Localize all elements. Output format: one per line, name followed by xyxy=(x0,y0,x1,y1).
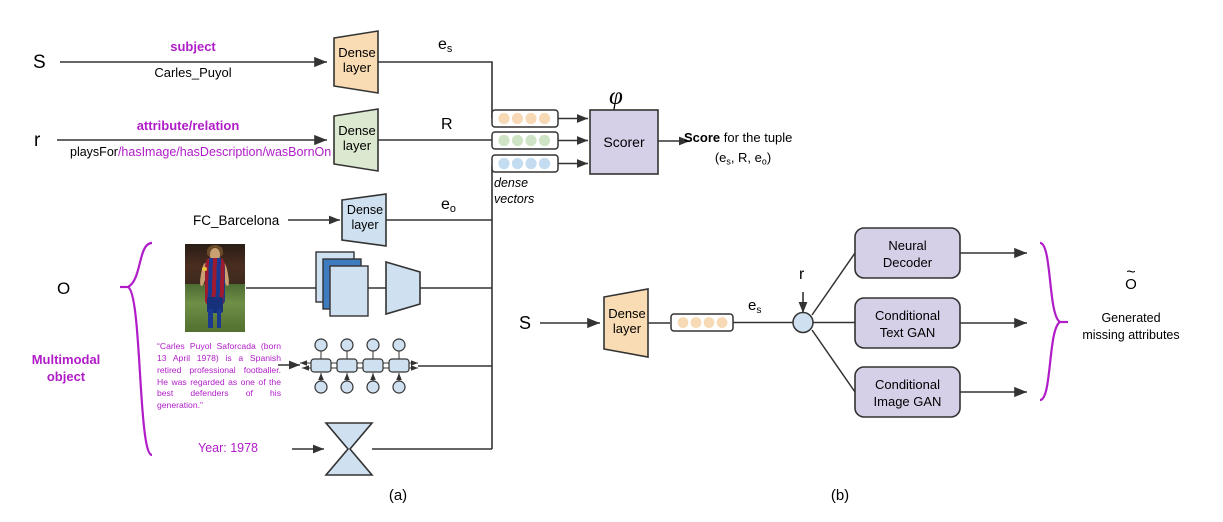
object-dense-vector xyxy=(491,154,559,173)
phi-symbol: φ xyxy=(609,83,623,110)
output-line-2: missing attributes xyxy=(1082,327,1180,342)
caption-panel-a: (a) xyxy=(388,487,408,504)
subject-input-symbol: S xyxy=(33,52,46,73)
dense-vectors-line-1: dense xyxy=(494,176,529,190)
panelb-dense-vector xyxy=(670,313,734,332)
panelb-relation-symbol: r xyxy=(799,266,805,283)
relation-dense-vector xyxy=(491,131,559,150)
scorer-label: Scorer xyxy=(603,134,645,150)
object-embedding-label: eo xyxy=(441,196,456,216)
cnn-projection-trapezoid xyxy=(385,260,421,316)
multimodal-line-2: object xyxy=(46,368,86,384)
e-subscript: s xyxy=(446,43,453,56)
bilstm-encoder xyxy=(300,338,418,394)
cnn-image-stack xyxy=(315,251,369,317)
tilde-symbol: ~ xyxy=(1126,264,1136,281)
score-output-line1: Score for the tuple xyxy=(684,130,792,145)
generator-line-2: Decoder xyxy=(882,255,933,271)
relation-value-black: playsFor xyxy=(70,145,118,159)
panelb-subject-symbol: S xyxy=(519,313,532,333)
e-symbol: e xyxy=(441,196,450,213)
generator-line-1: Neural xyxy=(888,238,927,253)
output-line-1: Generated xyxy=(1101,311,1161,325)
tuple-open: (e xyxy=(714,150,727,165)
object-input-symbol: O xyxy=(57,279,71,298)
tuple-mid: , R, e xyxy=(730,150,762,165)
dense-line-1: Dense xyxy=(338,45,376,60)
generator-line-1: Conditional xyxy=(874,308,941,323)
dense-line-1: Dense xyxy=(338,123,376,138)
e-symbol: e xyxy=(748,297,757,314)
description-attribute-value: “Carles Puyol Saforcada (born 13 April 1… xyxy=(157,341,281,411)
dense-line-1: Dense xyxy=(346,203,384,217)
subject-dense-vector xyxy=(491,109,559,128)
e-symbol: e xyxy=(438,36,447,53)
e-subscript: o xyxy=(449,203,456,216)
relation-edge-value: playsFor/hasImage/hasDescription/wasBorn… xyxy=(70,145,331,160)
dense-vectors-line-2: vectors xyxy=(494,191,535,206)
numeric-autoencoder xyxy=(324,422,374,476)
tuple-close: ) xyxy=(766,150,772,165)
dense-line-2: layer xyxy=(351,217,379,232)
tuple-o: o xyxy=(761,156,767,167)
fusion-node xyxy=(792,311,814,334)
score-output-tuple: (es, R, eo) xyxy=(684,150,802,167)
structured-attribute-value: FC_Barcelona xyxy=(193,213,280,228)
generator-line-2: Text GAN xyxy=(879,325,936,341)
score-rest: for the tuple xyxy=(720,130,793,145)
panelb-embedding-label: es xyxy=(748,297,761,317)
generator-line-2: Image GAN xyxy=(873,394,942,410)
generated-output-symbol: ~O xyxy=(1111,264,1151,294)
subject-edge-value: Carles_Puyol xyxy=(154,65,232,80)
relation-value-purple: /hasImage/hasDescription/wasBornOn xyxy=(117,145,332,159)
dense-line-2: layer xyxy=(342,138,372,154)
relation-input-symbol: r xyxy=(34,130,41,151)
relation-edge-label: attribute/relation xyxy=(136,118,240,133)
subject-embedding-label: es xyxy=(438,36,452,56)
numeric-attribute-value: Year: 1978 xyxy=(198,441,259,455)
score-bold: Score xyxy=(684,130,721,145)
dense-line-2: layer xyxy=(342,60,372,76)
dense-line-1: Dense xyxy=(608,306,646,321)
e-subscript: s xyxy=(756,304,762,316)
subject-edge-label: subject xyxy=(170,39,216,54)
generated-output-caption: Generated missing attributes xyxy=(1073,310,1189,343)
relation-embedding-label: R xyxy=(441,116,453,133)
dense-line-2: layer xyxy=(612,321,642,337)
tuple-s: s xyxy=(726,156,731,167)
carles-puyol-photo xyxy=(185,244,245,332)
generator-line-1: Conditional xyxy=(874,377,941,392)
caption-panel-b: (b) xyxy=(830,487,850,504)
multimodal-line-1: Multimodal xyxy=(31,352,101,367)
o-symbol: O xyxy=(1125,276,1137,294)
